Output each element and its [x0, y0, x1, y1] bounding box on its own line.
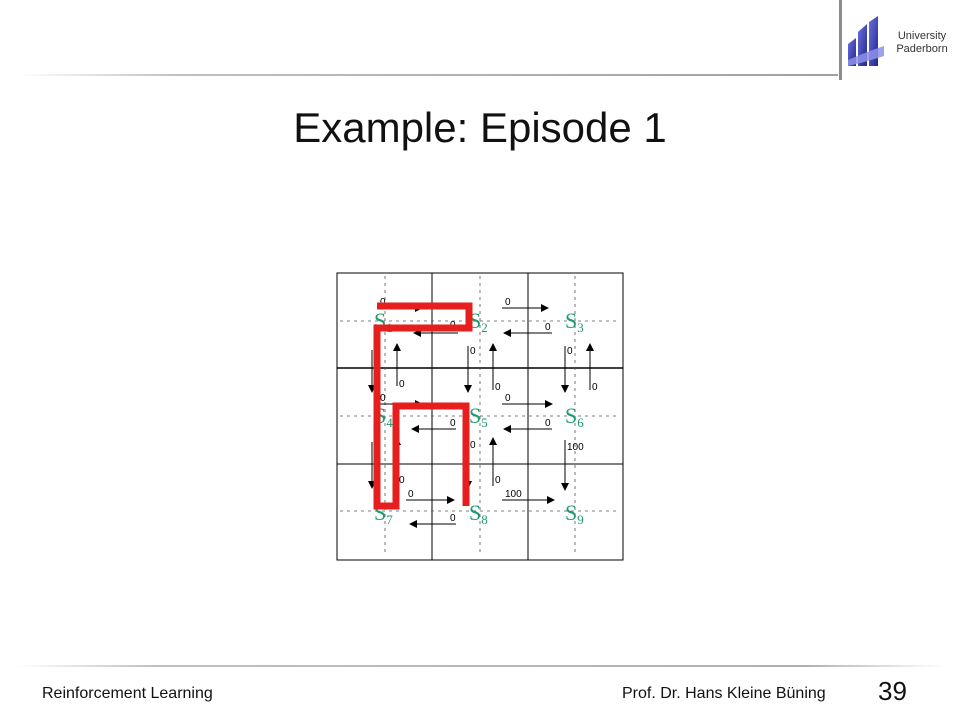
reward-label: 0	[592, 382, 598, 393]
reward-label: 0	[567, 346, 573, 357]
footer-author: Prof. Dr. Hans Kleine Büning	[622, 685, 826, 702]
state-label-s5: S5	[469, 403, 488, 430]
reward-label: 0	[545, 322, 551, 333]
reward-label: 0	[450, 418, 456, 429]
reward-label: 0	[470, 440, 476, 451]
university-line1: University	[897, 30, 947, 42]
reward-label: 0	[399, 379, 405, 390]
reward-label: 100	[505, 489, 522, 500]
footer-course: Reinforcement Learning	[42, 685, 213, 702]
state-label-s9: S9	[565, 500, 584, 527]
university-line2: Paderborn	[896, 43, 948, 55]
reward-label: 0	[380, 393, 386, 404]
reward-label: 0	[408, 489, 414, 500]
reward-label: 0	[450, 513, 456, 524]
page-number: 39	[878, 676, 907, 706]
reward-label: 0	[545, 418, 551, 429]
reward-label: 0	[505, 393, 511, 404]
footer-rule	[16, 665, 944, 667]
header-vertical-rule	[839, 0, 842, 80]
header-rule	[16, 74, 838, 76]
reward-label: 100	[567, 442, 584, 453]
state-label-s3: S3	[565, 308, 584, 335]
state-labels: S1 S2 S3 S4 S5 S6 S7 S8 S9	[374, 308, 584, 527]
reward-label: 0	[495, 475, 501, 486]
reward-label: 0	[505, 297, 511, 308]
episode-path	[373, 302, 473, 510]
reward-label: 0	[495, 382, 501, 393]
slide-title: Example: Episode 1	[293, 104, 667, 151]
state-label-s6: S6	[565, 403, 584, 430]
reward-label: 0	[399, 475, 405, 486]
reward-label: 0	[470, 346, 476, 357]
university-logo-icon	[848, 16, 884, 66]
gridworld-diagram: 0 0 0 0 0 0 0 0 0 0 100 0 0 0 0 0 0 0 0 …	[336, 272, 624, 561]
university-name: University Paderborn	[890, 30, 954, 56]
state-label-s8: S8	[469, 500, 488, 527]
